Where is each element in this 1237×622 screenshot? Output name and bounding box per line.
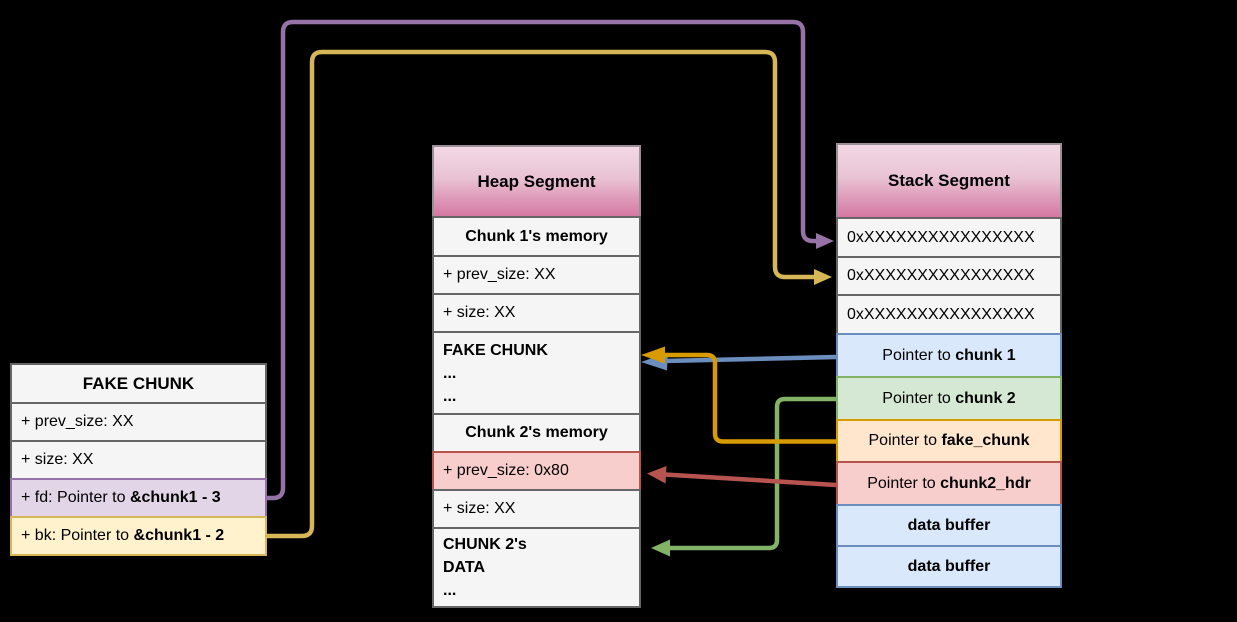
fake-chunk-fd-label: + fd: Pointer to &chunk1 - 3	[21, 489, 221, 507]
stack-data-buffer-row-1: data buffer	[836, 504, 1062, 547]
heap-segment-table: Heap Segment Chunk 1's memory + prev_siz…	[432, 145, 641, 608]
fake-chunk-fd-prefix: + fd: Pointer to	[21, 489, 130, 506]
chunk1-pointer-arrow	[641, 352, 837, 371]
chunk1-pointer-arrowhead	[641, 352, 668, 371]
fake-chunk-size-row: + size: XX	[10, 440, 267, 480]
heap-chunk2-data-line2: DATA	[443, 559, 486, 576]
chunk2-pointer-arrowhead	[651, 539, 670, 557]
stack-pointer-chunk1-label: Pointer to chunk 1	[882, 347, 1015, 365]
stack-address-value-1: 0xXXXXXXXXXXXXXXXX	[847, 228, 1035, 246]
heap-chunk2-size-label: + size: XX	[443, 500, 516, 517]
stack-address-value-2: 0xXXXXXXXXXXXXXXXX	[847, 267, 1035, 284]
heap-chunk2-data-line1: CHUNK 2's	[443, 536, 527, 553]
heap-chunk2-prev-size-row: + prev_size: 0x80	[432, 451, 641, 491]
stack-segment-title: Stack Segment	[888, 171, 1010, 190]
stack-pointer-fake-chunk-prefix: Pointer to	[868, 432, 942, 449]
fake-chunk-bk-target: &chunk1 - 2	[133, 527, 225, 544]
fake-chunk-table: FAKE CHUNK + prev_size: XX + size: XX + …	[10, 363, 267, 556]
heap-fake-chunk-line2: ...	[443, 364, 457, 382]
heap-segment-header: Heap Segment	[432, 145, 641, 218]
fake-chunk-bk-row: + bk: Pointer to &chunk1 - 2	[10, 516, 267, 556]
stack-address-value-3: 0xXXXXXXXXXXXXXXXX	[847, 305, 1035, 323]
heap-chunk2-memory-label: Chunk 2's memory	[465, 424, 608, 441]
heap-fake-chunk-line3: ...	[443, 387, 457, 405]
fake-chunk-fd-target: &chunk1 - 3	[129, 489, 221, 506]
stack-pointer-chunk2-label: Pointer to chunk 2	[882, 390, 1015, 408]
heap-chunk2-memory-row: Chunk 2's memory	[432, 413, 641, 453]
stack-pointer-chunk2-hdr-label: Pointer to chunk2_hdr	[867, 475, 1031, 493]
fake-chunk-bk-label: + bk: Pointer to &chunk1 - 2	[21, 527, 224, 545]
fake-chunk-size-label: + size: XX	[21, 451, 94, 468]
heap-fake-chunk-line1: FAKE CHUNK	[443, 341, 548, 359]
stack-pointer-fake-chunk-label: Pointer to fake_chunk	[869, 432, 1030, 450]
stack-segment-header: Stack Segment	[836, 143, 1062, 219]
stack-pointer-chunk2-hdr-prefix: Pointer to	[867, 474, 941, 492]
fake-chunk-pointer-arrowhead	[641, 346, 665, 364]
chunk2-pointer-arrow	[651, 396, 836, 557]
stack-address-row-2: 0xXXXXXXXXXXXXXXXX	[836, 256, 1062, 296]
chunk2-hdr-pointer-arrowhead	[647, 466, 667, 484]
stack-address-row-3: 0xXXXXXXXXXXXXXXXX	[836, 294, 1062, 335]
fake-chunk-title: FAKE CHUNK	[82, 373, 195, 393]
stack-pointer-fake-chunk-target: fake_chunk	[941, 432, 1030, 449]
heap-fake-chunk-row: FAKE CHUNK ... ...	[432, 331, 641, 415]
heap-chunk2-data-line3: ...	[443, 582, 457, 599]
stack-pointer-chunk2-row: Pointer to chunk 2	[836, 376, 1062, 421]
stack-data-buffer-label-1: data buffer	[907, 516, 991, 534]
heap-chunk2-prev-size-label: + prev_size: 0x80	[443, 462, 569, 479]
fake-chunk-fd-row: + fd: Pointer to &chunk1 - 3	[10, 478, 267, 518]
stack-segment-table: Stack Segment 0xXXXXXXXXXXXXXXXX 0xXXXXX…	[836, 143, 1062, 588]
stack-pointer-chunk1-target: chunk 1	[955, 346, 1016, 364]
stack-address-row-1: 0xXXXXXXXXXXXXXXXX	[836, 217, 1062, 258]
heap-chunk2-data-row: CHUNK 2's DATA ...	[432, 527, 641, 608]
heap-chunk1-memory-row: Chunk 1's memory	[432, 216, 641, 257]
bk-arrowhead	[814, 269, 832, 285]
heap-segment-title: Heap Segment	[477, 171, 596, 191]
heap-chunk1-memory-label: Chunk 1's memory	[465, 227, 608, 245]
fake-chunk-prev-size-label: + prev_size: XX	[21, 413, 134, 430]
fake-chunk-prev-size-row: + prev_size: XX	[10, 402, 267, 442]
stack-pointer-chunk1-prefix: Pointer to	[882, 346, 956, 364]
stack-data-buffer-row-2: data buffer	[836, 545, 1062, 588]
heap-chunk1-size-row: + size: XX	[432, 293, 641, 333]
fake-chunk-title-row: FAKE CHUNK	[10, 363, 267, 404]
stack-pointer-chunk2-hdr-target: chunk2_hdr	[940, 474, 1031, 492]
heap-chunk1-prev-size-row: + prev_size: XX	[432, 255, 641, 295]
chunk2-hdr-pointer-arrow	[647, 466, 837, 488]
heap-chunk2-size-row: + size: XX	[432, 489, 641, 529]
fake-chunk-bk-prefix: + bk: Pointer to	[21, 527, 134, 544]
heap-chunk1-size-label: + size: XX	[443, 304, 516, 321]
stack-pointer-fake-chunk-row: Pointer to fake_chunk	[836, 419, 1062, 463]
fake-chunk-pointer-arrow	[641, 346, 836, 444]
heap-chunk1-prev-size-label: + prev_size: XX	[443, 266, 556, 283]
stack-pointer-chunk2-prefix: Pointer to	[882, 389, 956, 407]
stack-pointer-chunk1-row: Pointer to chunk 1	[836, 333, 1062, 378]
stack-pointer-chunk2-target: chunk 2	[955, 389, 1016, 407]
fd-arrowhead	[816, 233, 834, 249]
stack-pointer-chunk2-hdr-row: Pointer to chunk2_hdr	[836, 461, 1062, 506]
stack-data-buffer-label-2: data buffer	[907, 557, 991, 575]
